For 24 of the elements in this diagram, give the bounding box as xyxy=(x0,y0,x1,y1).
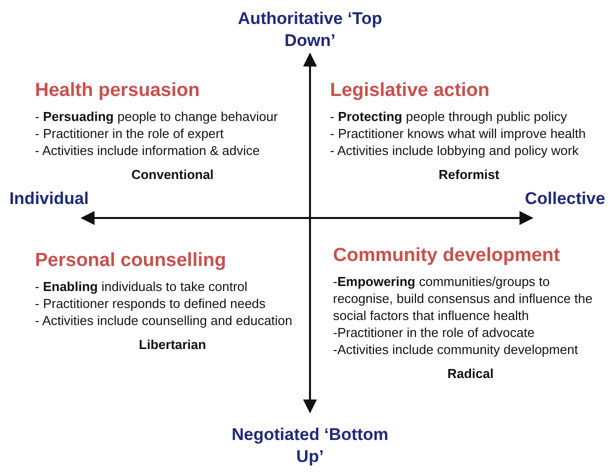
bullet-text: - Persuading people to change behaviour xyxy=(35,108,278,125)
approach-label: Radical xyxy=(447,366,494,381)
bullet-text: - Activities include information & advice xyxy=(35,142,260,159)
quadrant-heading: Legislative action xyxy=(330,80,490,102)
quadrant-heading: Health persuasion xyxy=(35,80,200,102)
axis-label: Authoritative ‘Top Down’ xyxy=(236,8,384,52)
quadrant-heading: Personal counselling xyxy=(35,250,226,272)
axis-label: Collective xyxy=(524,188,606,210)
quadrant-heading: Community development xyxy=(333,245,560,267)
approach-label: Conventional xyxy=(131,167,214,182)
bullet-text: -Empowering communities/groups to recognise, build consensus and influence the social factors that influence health xyxy=(333,273,594,324)
approach-label: Libertarian xyxy=(138,337,206,352)
bullet-text: - Activities include counselling and education xyxy=(35,312,292,329)
axis-label: Negotiated ‘Bottom Up’ xyxy=(230,424,390,468)
bullet-text: - Activities include lobbying and policy work xyxy=(330,142,579,159)
bullet-text: - Enabling individuals to take control xyxy=(35,278,248,295)
bullet-text: - Practitioner in the role of expert xyxy=(35,125,224,142)
bullet-text: -Activities include community development xyxy=(333,341,578,358)
approach-label: Reformist xyxy=(438,167,500,182)
bullet-text: - Practitioner responds to defined needs xyxy=(35,295,266,312)
axis-label: Individual xyxy=(8,188,90,210)
bullet-text: - Protecting people through public policy xyxy=(330,108,568,125)
bullet-text: - Practitioner knows what will improve health xyxy=(330,125,586,142)
bullet-text: -Practitioner in the role of advocate xyxy=(333,324,535,341)
